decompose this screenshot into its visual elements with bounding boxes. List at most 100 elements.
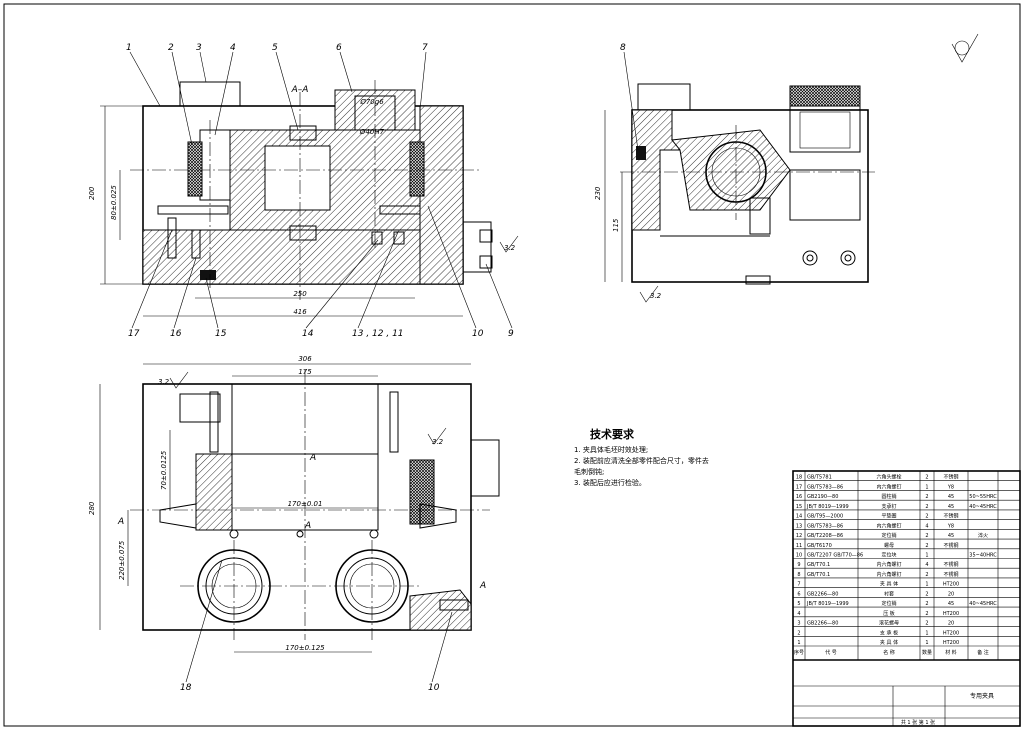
parts-cell-mat: 不锈钢 (943, 561, 958, 568)
section-label: A–A (291, 85, 309, 95)
parts-cell-qty: 2 (925, 543, 928, 549)
parts-cell-code: GB/T2208—86 (807, 533, 843, 539)
parts-cell-no: 18 (796, 475, 802, 481)
parts-cell-name: 定位销 (881, 600, 896, 607)
dim-front-h2: 80±0.025 (110, 185, 118, 220)
parts-cell-mat: Y8 (947, 523, 954, 529)
parts-cell-qty: 1 (925, 553, 928, 559)
parts-cell-qty: 2 (925, 494, 928, 500)
dim-plan-bottom: 170±0.125 (285, 644, 325, 652)
plan-view (99, 363, 500, 653)
parts-cell-no: 12 (796, 533, 802, 539)
parts-header: 序号 代 号 名 称 数量 材 料 备 注 (794, 649, 989, 656)
balloon-4: 4 (230, 43, 236, 53)
front-leaders (129, 51, 513, 329)
parts-cell-mat: 45 (948, 601, 954, 607)
hdr-no: 序号 (794, 649, 804, 656)
parts-cell-name: 定位销 (881, 532, 896, 539)
parts-cell-no: 6 (797, 591, 800, 597)
parts-cell-qty: 1 (925, 630, 928, 636)
parts-cell-code: GB/T70.1 (807, 562, 830, 568)
dim-plan-h3: 70±0.0125 (160, 450, 168, 490)
dim-front-width2: 416 (293, 308, 307, 316)
tech-line-4: 3. 装配后应进行检验。 (574, 478, 646, 487)
side-view (604, 33, 979, 303)
parts-cell-note: 淬火 (978, 532, 988, 539)
balloon-16: 16 (170, 329, 182, 339)
parts-cell-no: 14 (796, 514, 802, 520)
balloon-6: 6 (336, 43, 342, 53)
parts-cell-mat: 不锈钢 (943, 542, 958, 549)
dim-plan-width: 306 (298, 355, 312, 363)
parts-cell-mat: 45 (948, 533, 954, 539)
parts-cell-qty: 4 (925, 562, 928, 568)
parts-cell-qty: 2 (925, 611, 928, 617)
balloon-7: 7 (422, 43, 428, 53)
dim-side-h2: 115 (612, 218, 620, 232)
parts-cell-no: 8 (797, 572, 800, 578)
roughness-plan-1: 3.2 (158, 378, 170, 386)
parts-cell-qty: 2 (925, 572, 928, 578)
balloon-9: 9 (508, 329, 514, 339)
parts-cell-name: 内六角螺钉 (876, 483, 901, 490)
sheet-info: 共 1 张 第 1 张 (901, 719, 935, 726)
parts-cell-code: GB2266—80 (807, 621, 838, 627)
parts-cell-code: GB/T5783—86 (807, 523, 843, 529)
parts-cell-code: GB2266—80 (807, 591, 838, 597)
parts-cell-name: 内六角螺钉 (876, 571, 901, 578)
parts-cell-mat: Y8 (947, 484, 954, 490)
parts-cell-qty: 2 (925, 621, 928, 627)
parts-cell-no: 15 (796, 504, 802, 510)
parts-cell-qty: 2 (925, 601, 928, 607)
hdr-code: 代 号 (825, 649, 837, 656)
parts-cell-mat: 20 (948, 591, 954, 597)
parts-cell-code: GB/T70.1 (807, 572, 830, 578)
section-marker-top: A (309, 453, 316, 463)
parts-cell-no: 4 (797, 611, 800, 617)
parts-cell-qty: 4 (925, 523, 928, 529)
dim-front-fit-mid: Ø40H7 (359, 128, 385, 136)
hdr-qty: 数量 (922, 649, 932, 656)
parts-cell-name: 支承钉 (881, 503, 896, 510)
parts-cell-qty: 2 (925, 514, 928, 520)
parts-cell-no: 1 (797, 640, 800, 646)
hdr-note: 备 注 (977, 649, 989, 656)
parts-cell-mat: 不锈钢 (943, 513, 958, 520)
tech-line-1: 1. 夹具体毛坯时效处理; (574, 445, 648, 454)
parts-cell-mat: 不锈钢 (943, 474, 958, 481)
technical-requirements: 技术要求 1. 夹具体毛坯时效处理; 2. 装配前应清洗全部零件配合尺寸，零件去… (574, 427, 709, 487)
balloon-17: 17 (128, 329, 140, 339)
parts-cell-code: GB/T5783—86 (807, 484, 843, 490)
parts-cell-no: 10 (796, 553, 802, 559)
parts-cell-no: 9 (797, 562, 800, 568)
parts-cell-mat: 20 (948, 621, 954, 627)
dim-front-width1: 250 (293, 290, 307, 298)
parts-cell-code: GB/T95—2000 (807, 514, 843, 520)
drawing-name: 专用夹具 (970, 692, 994, 700)
roughness-plan-2: 3.2 (432, 438, 444, 446)
parts-cell-no: 17 (796, 484, 802, 490)
parts-cell-name: 内六角螺钉 (876, 522, 901, 529)
parts-cell-qty: 1 (925, 640, 928, 646)
balloon-13-12-11: 13 , 12 , 11 (352, 329, 404, 339)
sheet-border (3, 3, 1021, 727)
parts-cell-no: 2 (797, 630, 800, 636)
balloon-10: 10 (472, 329, 484, 339)
parts-cell-mat: HT200 (943, 630, 959, 636)
parts-cell-qty: 2 (925, 475, 928, 481)
parts-cell-name: 支 承 板 (880, 629, 898, 636)
parts-cell-name: 定位块 (881, 552, 896, 559)
parts-cell-no: 16 (796, 494, 802, 500)
parts-cell-name: 六角头螺栓 (876, 474, 901, 481)
hdr-name: 名 称 (883, 649, 895, 656)
tech-line-2: 2. 装配前应清洗全部零件配合尺寸，零件去 (574, 456, 709, 465)
parts-cell-name: 夹 具 体 (880, 639, 898, 646)
parts-cell-qty: 1 (925, 484, 928, 490)
tech-title: 技术要求 (590, 427, 635, 441)
parts-cell-code: GB2190—80 (807, 494, 838, 500)
parts-cell-mat: HT200 (943, 611, 959, 617)
parts-cell-qty: 1 (925, 582, 928, 588)
balloon-3: 3 (196, 43, 202, 53)
